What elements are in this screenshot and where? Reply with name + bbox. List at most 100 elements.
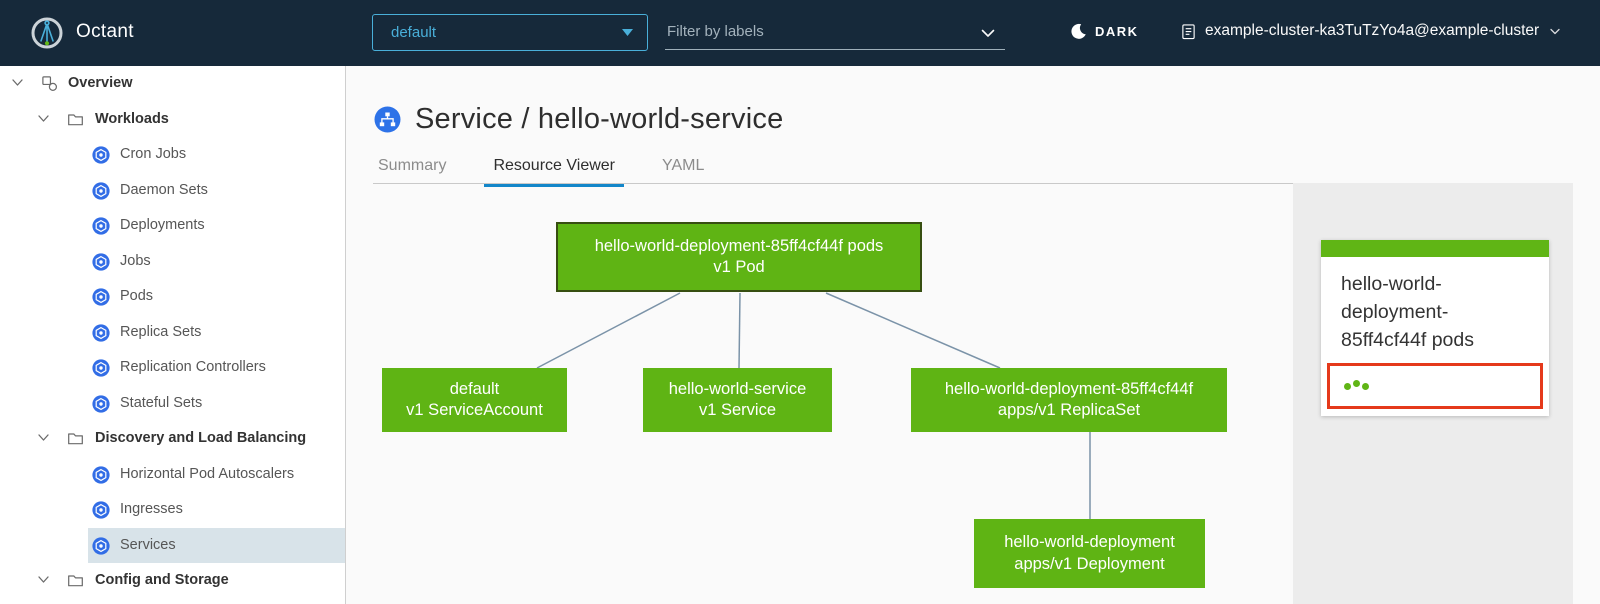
app-title: Octant (76, 21, 134, 42)
dark-theme-toggle[interactable]: DARK (1070, 23, 1139, 40)
namespace-dropdown[interactable]: default (372, 14, 648, 51)
sidebar-item-ingresses[interactable]: Ingresses (0, 492, 345, 528)
node-name-label: hello-world-deployment-85ff4cf44f pods (594, 236, 884, 255)
sidebar-item-label: Discovery and Load Balancing (95, 430, 307, 446)
graph-node-serviceaccount[interactable]: default v1 ServiceAccount (382, 368, 567, 432)
pod-ready-dot (1344, 383, 1351, 390)
node-status-bar (1321, 240, 1549, 257)
graph-node-pod[interactable]: hello-world-deployment-85ff4cf44f pods v1… (556, 222, 922, 292)
cron-jobs-icon (92, 146, 110, 164)
folder-icon (67, 111, 84, 128)
cluster-icon (1181, 23, 1196, 40)
node-name-label: hello-world-deployment-85ff4cf44f (944, 379, 1194, 398)
folder-icon (67, 572, 84, 589)
deployments-icon (92, 217, 110, 235)
sidebar-item-replication-controllers[interactable]: Replication Controllers (0, 350, 345, 386)
graph-node-deployment[interactable]: hello-world-deployment apps/v1 Deployment (974, 519, 1205, 588)
chevron-down-icon[interactable] (37, 112, 50, 130)
sidebar-item-workloads[interactable]: Workloads (0, 102, 345, 138)
node-kind-label: v1 Pod (713, 258, 765, 276)
page-head: Service / hello-world-service (374, 103, 783, 136)
chevron-down-icon[interactable] (11, 76, 24, 94)
replication-controllers-icon (92, 359, 110, 377)
sidebar-item-label: Replication Controllers (120, 359, 266, 375)
sidebar-item-label: Cron Jobs (120, 146, 187, 162)
services-icon (92, 536, 110, 555)
graph-node-service[interactable]: hello-world-service v1 Service (643, 368, 832, 432)
resource-graph-edges (536, 292, 1091, 519)
sidebar-item-horizontal-pod-autoscalers[interactable]: Horizontal Pod Autoscalers (0, 457, 345, 493)
node-kind-label: apps/v1 ReplicaSet (997, 401, 1141, 419)
horizontal-pod-autoscalers-icon (92, 465, 110, 484)
node-kind-label: apps/v1 Deployment (1014, 554, 1165, 573)
sidebar-item-overview[interactable]: Overview (0, 66, 345, 102)
sidebar-item-replica-sets[interactable]: Replica Sets (0, 315, 345, 351)
sidebar-item-pods[interactable]: Pods (0, 279, 345, 315)
sidebar-item-label: Pods (120, 288, 154, 304)
ingresses-icon (92, 501, 110, 519)
service-resource-icon (374, 106, 401, 133)
sidebar-item-label: Config and Storage (95, 572, 229, 588)
dropdown-caret-icon (622, 29, 633, 36)
sidebar-item-label: Ingresses (120, 501, 183, 517)
stateful-sets-icon (92, 394, 110, 413)
moon-icon (1070, 23, 1087, 40)
tab-summary[interactable]: Summary (378, 157, 447, 174)
node-name-label: default (449, 379, 500, 398)
node-name-label: hello-world-service (668, 379, 807, 398)
node-kind-label: v1 Service (698, 401, 777, 419)
sidebar-item-label: Stateful Sets (120, 394, 203, 411)
tabs-divider (373, 183, 1293, 184)
context-chevron-down-icon (1550, 22, 1560, 40)
cluster-context-label: example-cluster-ka3TuTzYo4a@example-clus… (1205, 22, 1540, 39)
selected-node-card[interactable]: hello-world-deployment-85ff4cf44f pods (1321, 240, 1549, 416)
app-header: Octant default DARK (0, 0, 1600, 66)
pod-status-highlight-box (1327, 363, 1543, 409)
label-filter-field (665, 14, 1005, 50)
tab-bar: Summary Resource Viewer YAML (369, 154, 713, 187)
graph-node-replicaset[interactable]: hello-world-deployment-85ff4cf44f apps/v1… (911, 368, 1227, 432)
sidebar-item-label: Horizontal Pod Autoscalers (120, 465, 295, 482)
label-filter-input[interactable] (665, 14, 965, 48)
sidebar-item-label: Daemon Sets (120, 181, 208, 198)
sidebar-item-cron-jobs[interactable]: Cron Jobs (0, 137, 345, 173)
chevron-down-icon[interactable] (37, 573, 50, 591)
tab-resource-viewer[interactable]: Resource Viewer (484, 154, 624, 187)
pod-ready-dot (1353, 380, 1360, 387)
tab-yaml[interactable]: YAML (662, 157, 705, 174)
filter-chevron-down-icon[interactable] (981, 25, 995, 43)
sidebar-item-daemon-sets[interactable]: Daemon Sets (0, 173, 345, 209)
resource-detail-panel: hello-world-deployment-85ff4cf44f pods (1293, 183, 1573, 604)
replica-sets-icon (92, 323, 110, 342)
sidebar-item-discovery-and-load-balancing[interactable]: Discovery and Load Balancing (0, 421, 345, 457)
overview-icon (41, 75, 58, 92)
octant-logo-icon (30, 16, 64, 50)
jobs-icon (92, 252, 110, 271)
node-kind-label: v1 ServiceAccount (406, 401, 543, 419)
sidebar-item-label: Overview (68, 75, 133, 91)
sidebar-item-label: Deployments (120, 217, 205, 233)
main-content: Service / hello-world-service Summary Res… (346, 66, 1600, 604)
page-title: Service / hello-world-service (415, 103, 784, 135)
node-name-label: hello-world-deployment (1004, 533, 1175, 551)
sidebar-item-jobs[interactable]: Jobs (0, 244, 345, 280)
cluster-context-selector[interactable]: example-cluster-ka3TuTzYo4a@example-clus… (1181, 22, 1560, 40)
pod-ready-dot (1362, 383, 1369, 390)
sidebar-item-label: Workloads (95, 110, 169, 127)
selected-node-title: hello-world-deployment-85ff4cf44f pods (1341, 273, 1474, 351)
sidebar-item-label: Services (120, 536, 176, 553)
sidebar-item-config-and-storage[interactable]: Config and Storage (0, 563, 345, 599)
namespace-dropdown-value: default (391, 24, 437, 41)
sidebar-item-stateful-sets[interactable]: Stateful Sets (0, 386, 345, 422)
sidebar-item-deployments[interactable]: Deployments (0, 208, 345, 244)
folder-icon (67, 430, 84, 447)
daemon-sets-icon (92, 181, 110, 200)
sidebar-item-label: Replica Sets (120, 323, 202, 340)
sidebar-item-label: Jobs (120, 252, 151, 269)
dark-theme-label: DARK (1095, 24, 1139, 39)
sidebar-item-services[interactable]: Services (0, 527, 345, 563)
chevron-down-icon[interactable] (37, 431, 50, 449)
active-item-highlight (88, 527, 345, 563)
